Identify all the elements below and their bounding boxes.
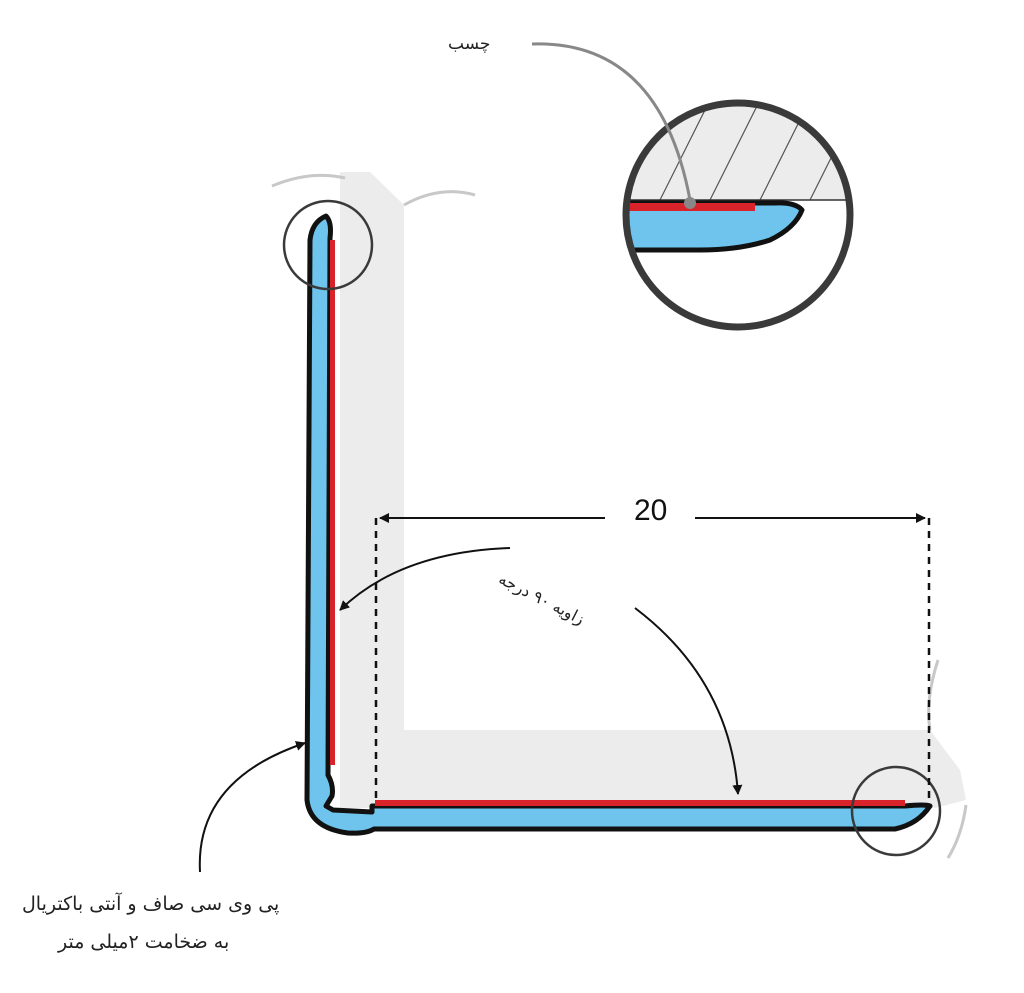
glue-strip-vertical	[330, 240, 335, 765]
wall-edge-right-lower	[946, 804, 968, 859]
glue-leader-dot	[684, 197, 696, 209]
wall-edge-top-right	[403, 190, 476, 207]
pvc-profile	[304, 213, 933, 836]
pvc-leader-arrow	[198, 741, 306, 873]
wall-edge-right	[927, 659, 940, 731]
pvc-material-label-line1: پی وی سی صاف و آنتی باکتریال	[22, 893, 280, 915]
angle-arrow-to-horizontal	[634, 607, 743, 795]
detail-circle-right	[850, 765, 942, 857]
angle-arrow-to-vertical	[339, 547, 511, 611]
glue-label: چسب	[448, 34, 491, 54]
wall-edge-top	[271, 173, 346, 188]
magnified-detail	[622, 99, 854, 331]
pvc-material-label-line2: به ضخامت ۲میلی متر	[58, 931, 230, 953]
glue-strip-horizontal	[375, 800, 905, 806]
glue-leader-line	[531, 42, 692, 201]
wall-surface	[340, 172, 966, 808]
dimension-label: 20	[634, 494, 668, 527]
detail-circle-top	[282, 199, 374, 291]
